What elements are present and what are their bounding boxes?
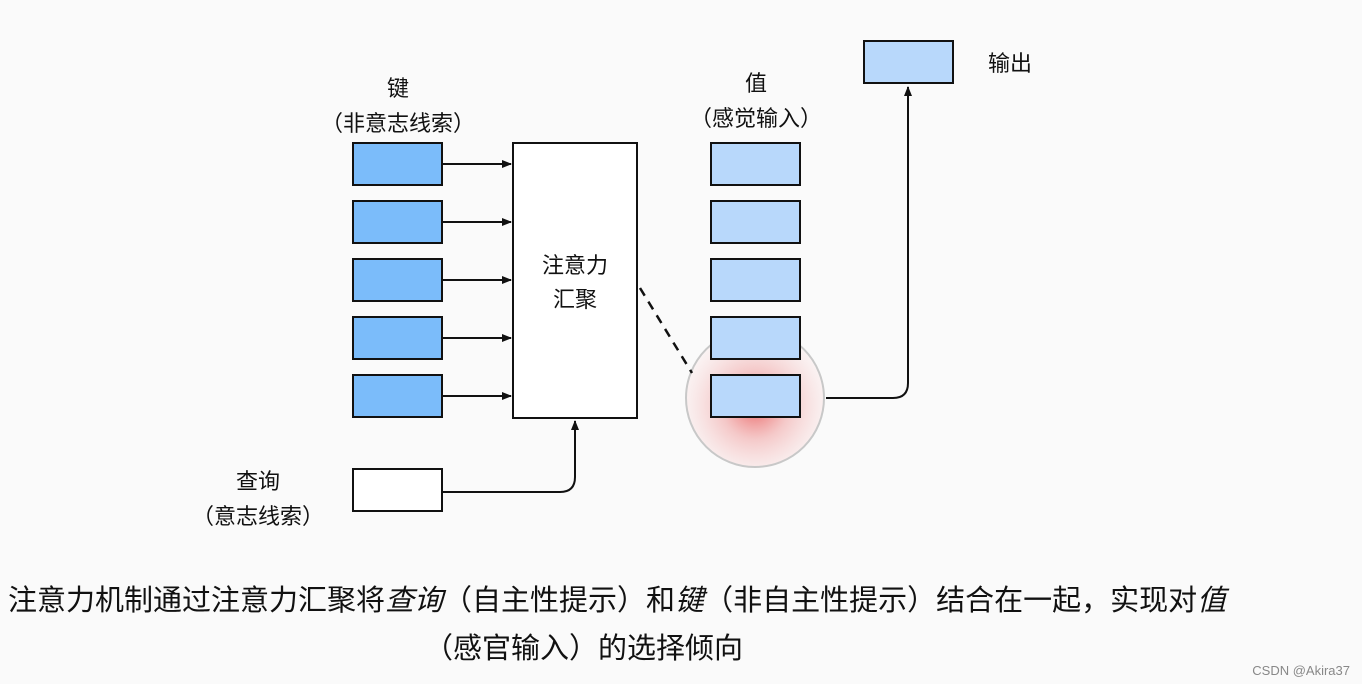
key-box (352, 258, 443, 302)
values-subtitle: （感觉输入） (690, 107, 822, 132)
caption-text: （非自主性提示）结合在一起，实现对 (704, 583, 1198, 617)
attention-pooling-box (512, 142, 638, 419)
keys-subtitle: （非意志线索） (321, 112, 475, 137)
caption-text: （感官输入）的选择倾向 (424, 631, 744, 665)
query-arrow (443, 420, 579, 493)
watermark: CSDN @Akira37 (1252, 663, 1350, 678)
key-box (352, 200, 443, 244)
caption-line-2: （感官输入）的选择倾向 (424, 628, 1362, 668)
value-box (710, 258, 801, 302)
output-arrow (826, 86, 912, 399)
caption-text: （自主性提示）和 (443, 583, 676, 617)
pooling-label-line2: 汇聚 (553, 288, 597, 313)
query-subtitle: （意志线索） (192, 505, 324, 530)
caption-query-term: 查询 (385, 583, 444, 617)
values-title: 值 (745, 72, 767, 97)
caption-line-1: 注意力机制通过注意力汇聚将查询（自主性提示）和键（非自主性提示）结合在一起，实现… (8, 580, 1362, 620)
query-title: 查询 (236, 470, 280, 495)
caption-key-term: 键 (675, 583, 705, 617)
key-box (352, 142, 443, 186)
key-box (352, 374, 443, 418)
value-box (710, 316, 801, 360)
keys-title: 键 (387, 77, 409, 102)
output-label: 输出 (988, 52, 1032, 77)
value-boxes (710, 142, 801, 418)
key-box (352, 316, 443, 360)
caption-text: 注意力机制通过注意力汇聚将 (8, 583, 386, 617)
value-box-selected (710, 374, 801, 418)
key-arrows (443, 160, 512, 400)
caption-value-term: 值 (1197, 583, 1227, 617)
query-box (352, 468, 443, 512)
selection-dashed-line (638, 287, 694, 374)
value-box (710, 142, 801, 186)
output-box (863, 40, 954, 84)
value-box (710, 200, 801, 244)
pooling-label-line1: 注意力 (542, 254, 608, 279)
key-boxes (352, 142, 443, 418)
attention-diagram: 键 （非意志线索） 注意力 汇聚 查询 （意志线索） 值 （感觉输入） (192, 40, 1032, 530)
